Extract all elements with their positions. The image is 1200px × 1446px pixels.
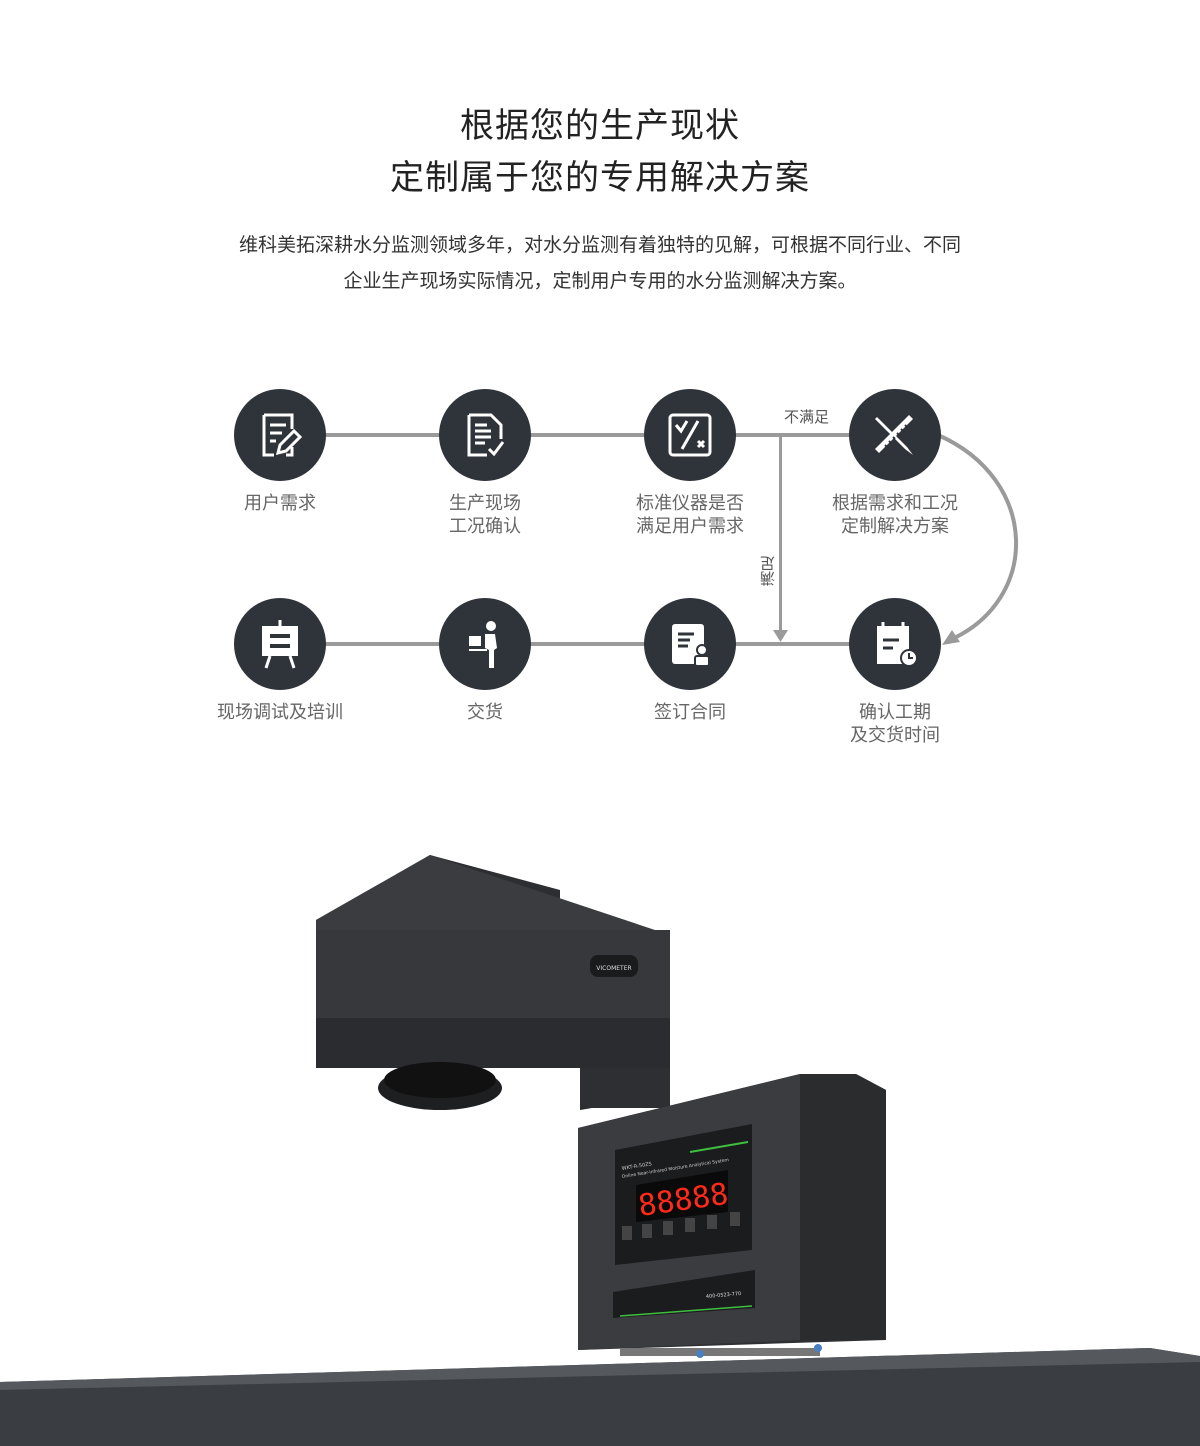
label-not-satisfied: 不满足 <box>784 408 830 426</box>
connector-satisfied <box>779 435 782 630</box>
label-satisfied: 满足 <box>759 556 777 586</box>
intro-line-2: 企业生产现场实际情况，定制用户专用的水分监测解决方案。 <box>343 270 857 292</box>
form-edit-icon <box>262 413 303 457</box>
step-custom-solution <box>849 389 941 481</box>
panel-model: WKT-R-50ZS <box>621 1161 652 1172</box>
panel-button <box>685 1218 695 1232</box>
connector-row2 <box>280 642 895 646</box>
calendar-clock-icon <box>877 622 918 667</box>
title-line-1: 根据您的生产现状 <box>460 106 740 146</box>
controller-box: WKT-R-50ZS Online Near-Infrared Moisture… <box>578 1074 886 1358</box>
step-onsite-training <box>234 598 326 690</box>
step-label: 标准仪器是否满足用户需求 <box>636 493 744 537</box>
flow-arrows <box>773 433 1019 645</box>
step-user-needs <box>234 389 326 481</box>
sensor-head: VICOMETER <box>316 855 670 1110</box>
arrow-curve-icon <box>942 630 960 645</box>
step-site-confirm <box>439 389 531 481</box>
panel-button <box>663 1221 673 1235</box>
step-label: 生产现场工况确认 <box>449 493 521 537</box>
step-confirm-schedule <box>849 598 941 690</box>
title-line-2: 定制属于您的专用解决方案 <box>390 158 810 198</box>
step-label: 根据需求和工况定制解决方案 <box>832 493 958 537</box>
panel-button <box>622 1226 632 1240</box>
delivery-person-icon <box>469 621 497 668</box>
curve-connector <box>937 433 1019 642</box>
floor <box>0 1348 1200 1446</box>
intro-line-1: 维科美拓深耕水分监测领域多年，对水分监测有着独特的见解，可根据不同行业、不同 <box>238 234 961 256</box>
step-label: 确认工期及交货时间 <box>850 702 940 746</box>
step-label: 现场调试及培训 <box>217 702 343 723</box>
contract-stamp-icon <box>672 624 710 667</box>
training-board-icon <box>262 620 298 669</box>
sensor-brand-label: VICOMETER <box>596 965 631 972</box>
panel-button <box>642 1224 652 1238</box>
ruler-pencil-icon <box>875 415 913 455</box>
panel-button <box>707 1215 717 1229</box>
document-check-icon <box>467 413 505 457</box>
step-label: 交货 <box>467 702 503 723</box>
step-sign-contract <box>644 598 736 690</box>
check-cross-icon <box>668 413 712 457</box>
step-label: 用户需求 <box>244 493 316 514</box>
panel-button <box>730 1212 740 1226</box>
nameplate-phone: 400-0523-770 <box>706 1291 742 1300</box>
step-label: 签订合同 <box>654 702 726 723</box>
connector-row1 <box>280 433 895 437</box>
step-standard-check <box>644 389 736 481</box>
step-delivery <box>439 598 531 690</box>
nameplate <box>613 1270 755 1318</box>
arrow-down-icon <box>773 630 788 642</box>
product-image: VICOMETER WKT-R-50ZS Online Near-Infrare… <box>0 855 1200 1446</box>
